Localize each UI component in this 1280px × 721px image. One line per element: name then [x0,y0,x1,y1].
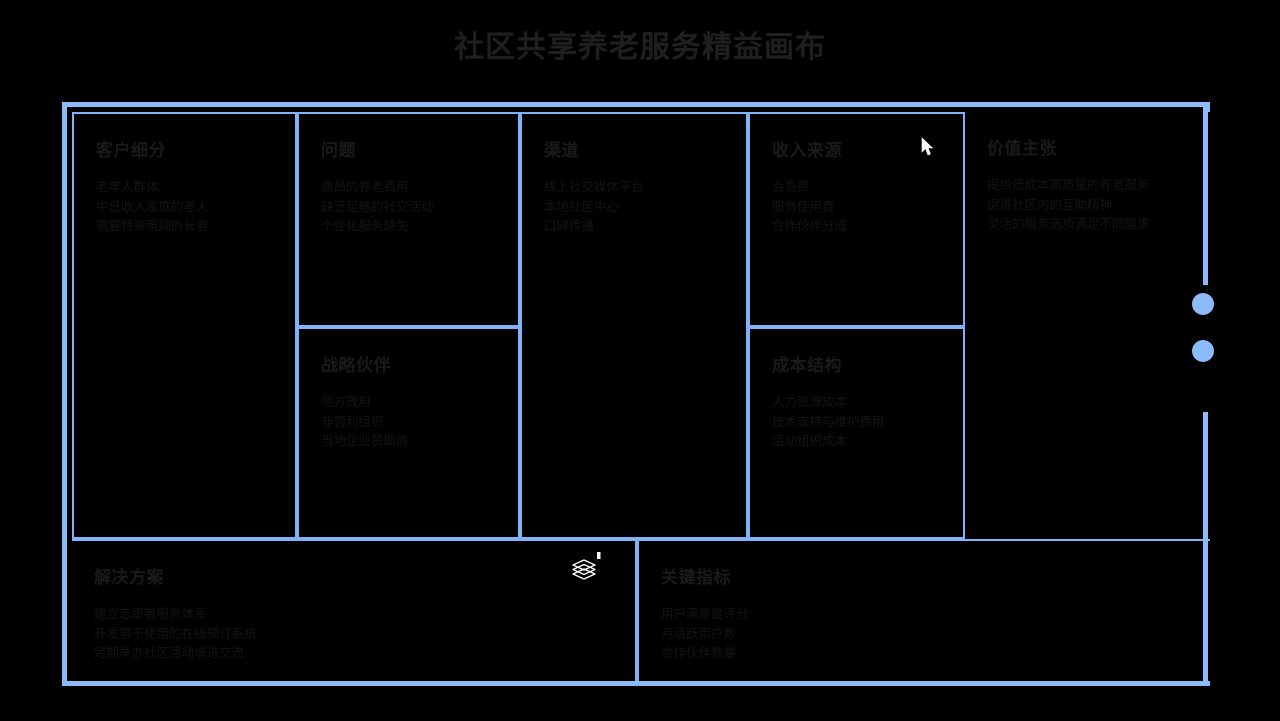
list-item: 灵活的服务选项满足不同需求 [987,217,1150,231]
list-item: 服务使用费 [772,199,835,214]
panel-cost-structure[interactable]: 成本结构 人力资源成本 技术支持与维护费用 活动组织成本 [748,327,965,539]
panel-title-revenue-streams: 收入来源 [772,141,842,160]
panel-title-value-proposition: 价值主张 [987,139,1057,158]
page-title: 社区共享养老服务精益画布 [454,31,826,64]
list-item: 中低收入家庭的老人 [96,199,209,214]
panel-channels[interactable]: 渠道 线上社交媒体平台 本地社区中心 口碑传播 [520,112,748,539]
panel-title-key-partners: 战略伙伴 [321,356,391,375]
panel-value-proposition[interactable]: 价值主张 提供低成本高质量的养老服务 促进社区内的互助精神 灵活的服务选项满足不… [965,112,1210,539]
panel-list-key-metrics: 用户满意度评分 月活跃用户数 合作伙伴数量 [661,605,1200,664]
list-item: 合作伙伴数量 [661,646,737,660]
panel-list-cost-structure: 人力资源成本 技术支持与维护费用 活动组织成本 [772,393,953,452]
rail-segment-bottom [1203,412,1208,686]
panel-problem[interactable]: 问题 高昂的养老费用 缺乏足够的社交活动 个性化服务缺失 [297,112,520,327]
list-item: 建立志愿者服务体系 [94,607,207,621]
list-item: 开发易于使用的在线预订系统 [94,626,257,641]
list-item: 地方政府 [321,395,372,409]
list-item: 月活跃用户数 [661,626,737,641]
rail-segment-top [1203,102,1208,285]
list-item: 定期举办社区活动增进交流 [94,646,245,660]
list-item: 人力资源成本 [772,395,848,409]
lean-canvas-frame: 客户细分 老年人群体 中低收入家庭的老人 需要特殊照顾的长者 问题 高昂的养老费… [62,102,1210,686]
list-item: 提供低成本高质量的养老服务 [987,178,1150,192]
list-item: 当地企业赞助商 [321,434,409,448]
rail-dot-2[interactable] [1192,340,1214,362]
rail-dot-1[interactable] [1192,293,1214,315]
list-item: 促进社区内的互助精神 [987,197,1113,212]
list-item: 需要特殊照顾的长者 [96,219,209,233]
panel-title-customer-segments: 客户细分 [96,141,166,160]
panel-list-value-proposition: 提供低成本高质量的养老服务 促进社区内的互助精神 灵活的服务选项满足不同需求 [987,176,1200,235]
panel-customer-segments[interactable]: 客户细分 老年人群体 中低收入家庭的老人 需要特殊照顾的长者 [72,112,297,539]
list-item: 缺乏足够的社交活动 [321,199,434,214]
list-item: 个性化服务缺失 [321,219,409,233]
list-item: 高昂的养老费用 [321,180,409,194]
panel-title-key-metrics: 关键指标 [661,568,731,587]
panel-title-channels: 渠道 [544,141,579,160]
panel-key-partners[interactable]: 战略伙伴 地方政府 非营利组织 当地企业赞助商 [297,327,520,539]
panel-list-solution: 建立志愿者服务体系 开发易于使用的在线预订系统 定期举办社区活动增进交流 [94,605,625,664]
list-item: 本地社区中心 [544,199,620,214]
panel-list-revenue-streams: 会员费 服务使用费 合作伙伴分成 [772,178,953,237]
list-item: 老年人群体 [96,180,159,194]
mouse-pointer-icon [921,137,935,157]
panel-title-problem: 问题 [321,141,356,160]
list-item: 活动组织成本 [772,434,848,448]
panel-list-problem: 高昂的养老费用 缺乏足够的社交活动 个性化服务缺失 [321,178,508,237]
layers-stack-icon[interactable] [570,550,604,582]
panel-list-customer-segments: 老年人群体 中低收入家庭的老人 需要特殊照顾的长者 [96,178,285,237]
panel-title-cost-structure: 成本结构 [772,356,842,375]
list-item: 会员费 [772,180,810,194]
list-item: 非营利组织 [321,414,384,429]
panel-list-channels: 线上社交媒体平台 本地社区中心 口碑传播 [544,178,736,237]
panel-key-metrics[interactable]: 关键指标 用户满意度评分 月活跃用户数 合作伙伴数量 [637,539,1210,681]
panel-list-key-partners: 地方政府 非营利组织 当地企业赞助商 [321,393,508,452]
panel-title-solution: 解决方案 [94,568,164,587]
list-item: 技术支持与维护费用 [772,414,885,429]
panel-solution[interactable]: 解决方案 建立志愿者服务体系 开发易于使用的在线预订系统 定期举办社区活动增进交… [72,539,637,681]
list-item: 用户满意度评分 [661,607,749,621]
list-item: 口碑传播 [544,219,595,233]
list-item: 合作伙伴分成 [772,219,848,233]
list-item: 线上社交媒体平台 [544,180,645,194]
